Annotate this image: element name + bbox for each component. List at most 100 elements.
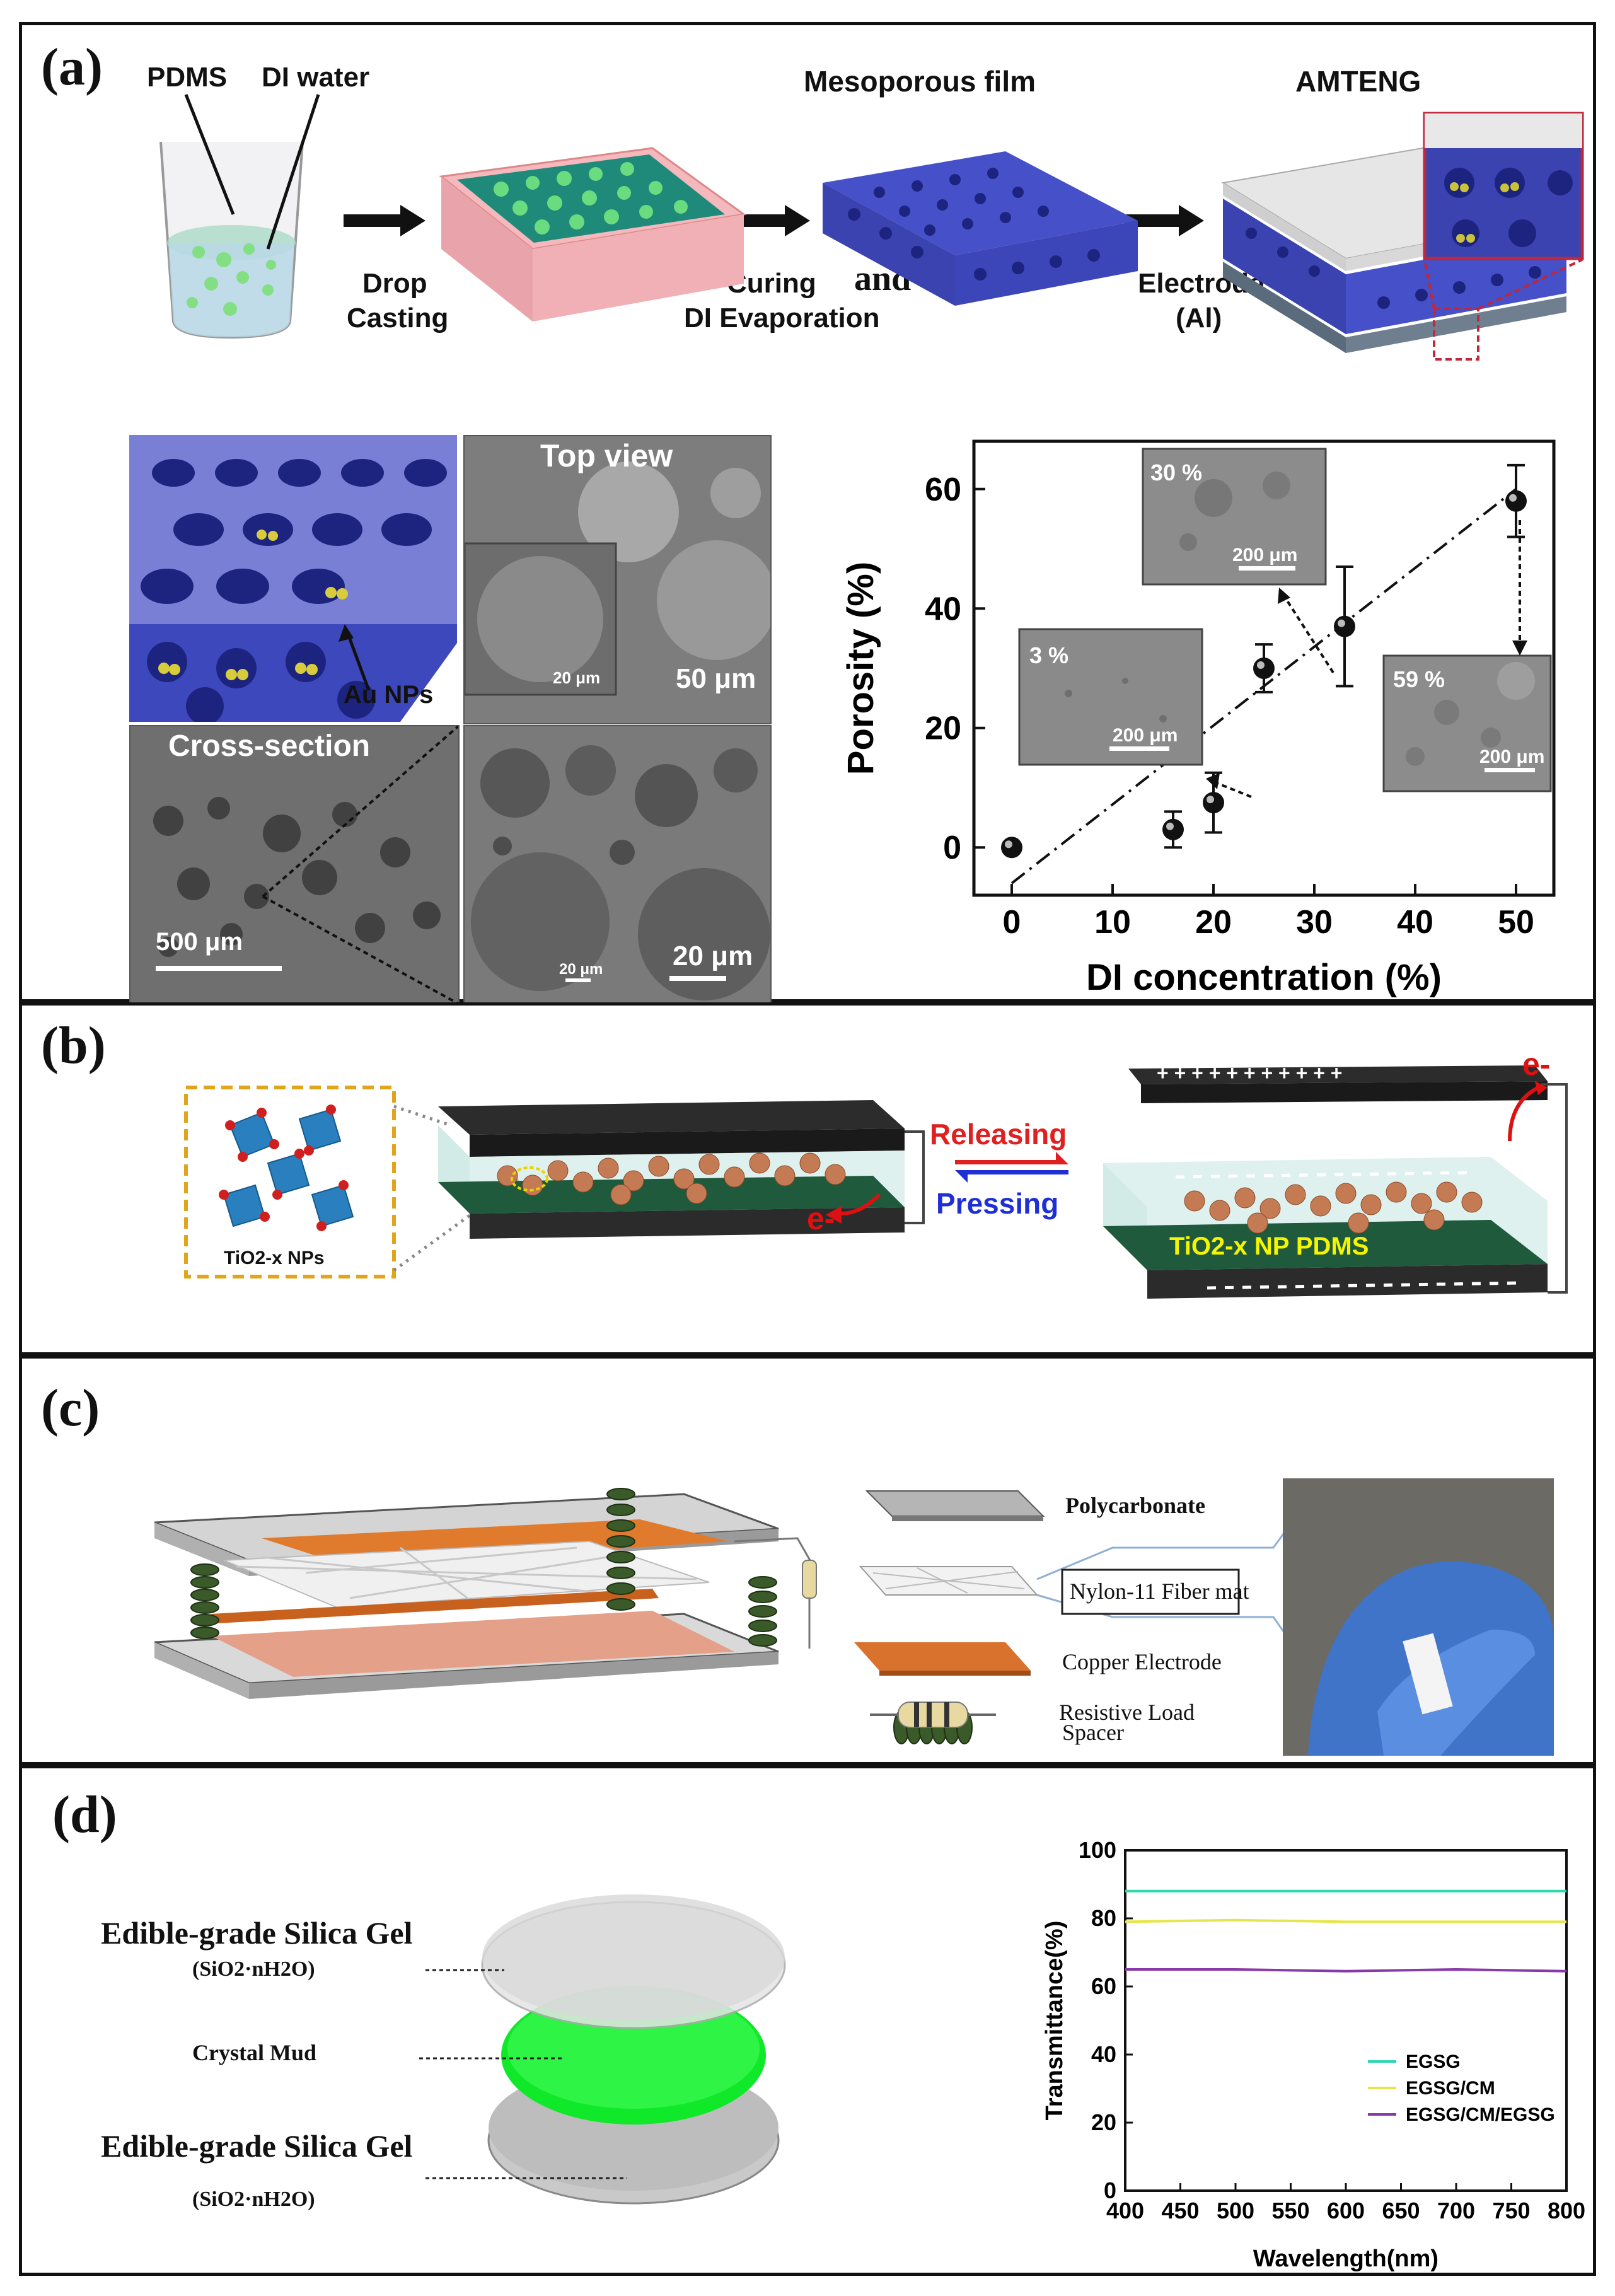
polycarbonate-icon bbox=[865, 1490, 1045, 1517]
label-mesoporous-film: Mesoporous film bbox=[804, 65, 1036, 98]
legend-label: EGSG/CM bbox=[1406, 2078, 1495, 2099]
data-point bbox=[1001, 837, 1022, 859]
y-tick-label: 60 bbox=[1091, 1973, 1116, 1999]
panel-label-a: (a) bbox=[41, 38, 103, 96]
data-point-highlight bbox=[1338, 619, 1345, 627]
x-tick-label: 700 bbox=[1437, 2198, 1475, 2224]
panel-b-illustration: Releasing Pressing e- e- + + + + + + + +… bbox=[184, 1047, 1568, 1299]
data-point-highlight bbox=[1207, 796, 1214, 804]
x-tick-label: 600 bbox=[1327, 2198, 1365, 2224]
panel-d: (d) Edible-grade Silica Gel (SiO2·nH2O) … bbox=[19, 1765, 1596, 2276]
legend-copper-electrode: Copper Electrode bbox=[1062, 1649, 1222, 1674]
inset-30: 30 % 200 μm bbox=[1142, 448, 1327, 586]
inset-59: 59 % 200 μm bbox=[1382, 654, 1552, 792]
axis-label-x: Wavelength(nm) bbox=[1253, 2246, 1438, 2272]
y-tick-label: 40 bbox=[925, 591, 961, 627]
inset-3: 3 % 200 μm bbox=[1018, 628, 1203, 766]
x-tick-label: 800 bbox=[1548, 2198, 1585, 2224]
x-tick-label: 500 bbox=[1217, 2198, 1254, 2224]
label-casting: Casting bbox=[347, 303, 449, 333]
x-tick-label: 30 bbox=[1296, 904, 1333, 941]
panel-a: (a) PDMS DI water Mesoporous film AMTENG… bbox=[19, 22, 1596, 1005]
series-line bbox=[1125, 1968, 1567, 1973]
x-tick-label: 400 bbox=[1106, 2198, 1144, 2224]
au-nps-schematic bbox=[129, 435, 457, 722]
label-top-scale: 50 μm bbox=[676, 663, 756, 694]
x-tick-label: 550 bbox=[1271, 2198, 1309, 2224]
label-drop: Drop bbox=[362, 268, 427, 299]
series-line bbox=[1125, 1918, 1566, 1923]
releasing-arrow bbox=[955, 1152, 1068, 1164]
panel-c-illustration bbox=[154, 1478, 1554, 1756]
inset-3-pct: 3 % bbox=[1029, 642, 1068, 668]
data-point-highlight bbox=[1005, 840, 1012, 849]
y-tick-label: 20 bbox=[1091, 2109, 1116, 2135]
label-cross-scale: 500 μm bbox=[156, 928, 243, 956]
label-amteng: AMTENG bbox=[1295, 65, 1421, 98]
data-point-highlight bbox=[1257, 661, 1265, 669]
label-plus-charges: + + + + + + + + + + + bbox=[1157, 1062, 1342, 1084]
layer-mid-label: Crystal Mud bbox=[192, 2040, 316, 2065]
axis-label-y: Transmittance(%) bbox=[1041, 1921, 1068, 2121]
panel-label-c: (c) bbox=[41, 1379, 100, 1437]
inset-3-scale: 200 μm bbox=[1113, 725, 1178, 746]
y-tick-label: 0 bbox=[1104, 2177, 1116, 2203]
layer-bottom-formula: (SiO2·nH2O) bbox=[192, 2188, 315, 2211]
panel-b: (b) bbox=[19, 1002, 1596, 1355]
plot-frame bbox=[972, 439, 1556, 897]
copper-electrode-icon bbox=[854, 1642, 1031, 1671]
axis-label-y: Porosity (%) bbox=[840, 562, 881, 775]
plot-frame bbox=[1124, 1849, 1568, 2192]
x-tick-label: 10 bbox=[1094, 904, 1131, 941]
x-tick-label: 40 bbox=[1397, 904, 1433, 941]
data-point bbox=[1253, 658, 1275, 679]
sem-zoom: 20 μm 20 μm bbox=[463, 725, 772, 1005]
data-point-highlight bbox=[1166, 822, 1174, 830]
legend-polycarbonate: Polycarbonate bbox=[1065, 1493, 1205, 1518]
data-point-highlight bbox=[1509, 494, 1517, 502]
y-tick-label: 0 bbox=[943, 830, 961, 866]
x-tick-label: 0 bbox=[1003, 904, 1021, 941]
label-eminus-left: e- bbox=[807, 1201, 835, 1236]
label-releasing: Releasing bbox=[930, 1118, 1067, 1151]
inset-30-scale: 200 μm bbox=[1232, 545, 1297, 565]
x-tick-label: 650 bbox=[1382, 2198, 1420, 2224]
sem-top-view: Top view 20 μm 50 μm bbox=[463, 435, 772, 724]
x-tick-label: 50 bbox=[1498, 904, 1534, 941]
inset-30-pct: 30 % bbox=[1150, 460, 1202, 485]
layer-top-formula: (SiO2·nH2O) bbox=[192, 1957, 315, 1981]
panel-label-b: (b) bbox=[41, 1016, 106, 1075]
inset-59-pct: 59 % bbox=[1393, 666, 1445, 692]
arrow-icon bbox=[731, 205, 810, 236]
label-di-evaporation: DI Evaporation bbox=[684, 303, 880, 333]
label-al: (Al) bbox=[1176, 303, 1222, 333]
label-pressing: Pressing bbox=[936, 1187, 1058, 1220]
legend-label: EGSG/CM/EGSG bbox=[1406, 2104, 1555, 2125]
panel-c: (c) bbox=[19, 1355, 1596, 1765]
label-top-view: Top view bbox=[540, 438, 673, 473]
y-tick-label: 40 bbox=[1091, 2041, 1116, 2067]
legend-label: EGSG bbox=[1406, 2051, 1461, 2072]
sem-cross-section: Cross-section 500 μm bbox=[129, 725, 460, 1005]
label-tio2-layer: TiO2-x NP PDMS bbox=[1169, 1232, 1369, 1260]
y-tick-label: 60 bbox=[925, 472, 961, 508]
label-tio2-nps: TiO2-x NPs bbox=[224, 1248, 325, 1268]
data-point bbox=[1203, 792, 1224, 814]
y-tick-label: 100 bbox=[1079, 1837, 1116, 1863]
arrow-icon bbox=[344, 205, 425, 236]
data-point bbox=[1505, 490, 1527, 512]
y-tick-label: 80 bbox=[1091, 1905, 1116, 1931]
label-zoom-scale-small: 20 μm bbox=[559, 961, 603, 978]
axis-label-x: DI concentration (%) bbox=[1086, 957, 1442, 998]
label-pdms: PDMS bbox=[147, 62, 228, 93]
label-eminus-right: e- bbox=[1522, 1047, 1550, 1082]
layer-bottom-label: Edible-grade Silica Gel bbox=[101, 2128, 413, 2164]
x-tick-label: 20 bbox=[1195, 904, 1232, 941]
pressing-arrow bbox=[955, 1170, 1068, 1183]
panel-d-layers bbox=[419, 1894, 786, 2205]
layer-top-label: Edible-grade Silica Gel bbox=[101, 1915, 413, 1951]
legend-resistive-load-visible: Resistive Load bbox=[1059, 1700, 1195, 1725]
legend-spacer: Spacer bbox=[1062, 1720, 1124, 1745]
x-tick-label: 750 bbox=[1492, 2198, 1530, 2224]
